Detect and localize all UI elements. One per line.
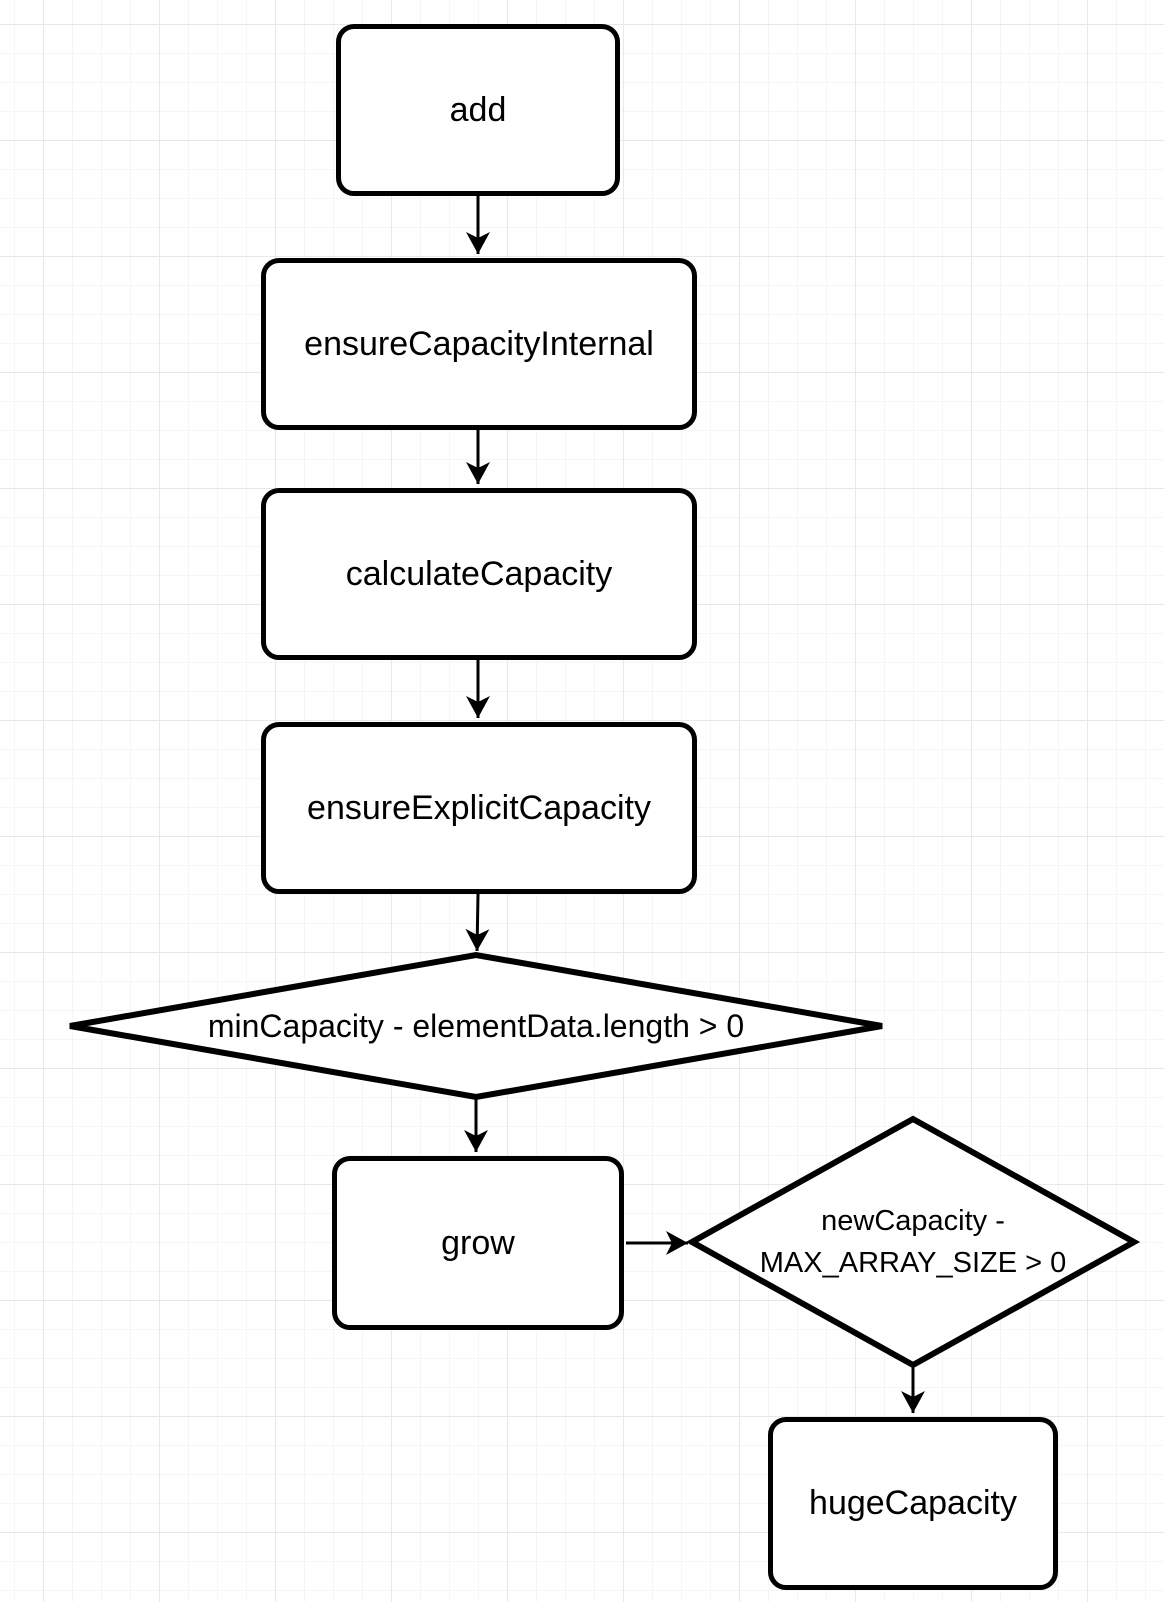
node-label-huge-capacity: hugeCapacity — [809, 1484, 1017, 1522]
node-calculate-capacity[interactable]: calculateCapacity — [261, 488, 697, 660]
node-label-new-capacity-check: newCapacity - MAX_ARRAY_SIZE > 0 — [759, 1205, 1067, 1279]
node-label-calculate-capacity: calculateCapacity — [345, 554, 613, 593]
edge-ensureexplicitcapacity-to-mincapacitycheck[interactable] — [465, 893, 490, 952]
node-diamond-new-capacity-check[interactable] — [685, 1115, 1141, 1369]
node-label-ensure-capacity-internal: ensureCapacityInternal — [304, 324, 654, 363]
node-ensure-explicit-capacity[interactable]: ensureExplicitCapacity — [261, 722, 697, 894]
node-label-ensure-explicit-capacity: ensureExplicitCapacity — [307, 788, 651, 827]
node-huge-capacity[interactable]: hugeCapacity — [768, 1417, 1058, 1590]
node-label-grow: grow — [441, 1223, 515, 1262]
node-add[interactable]: add — [336, 24, 620, 196]
node-ensure-capacity-internal[interactable]: ensureCapacityInternal — [261, 258, 697, 430]
node-grow[interactable]: grow — [332, 1156, 624, 1330]
node-label-min-capacity-check: minCapacity - elementData.length > 0 — [207, 1007, 745, 1044]
node-diamond-min-capacity-check[interactable] — [69, 951, 883, 1101]
node-label-add: add — [449, 90, 507, 129]
